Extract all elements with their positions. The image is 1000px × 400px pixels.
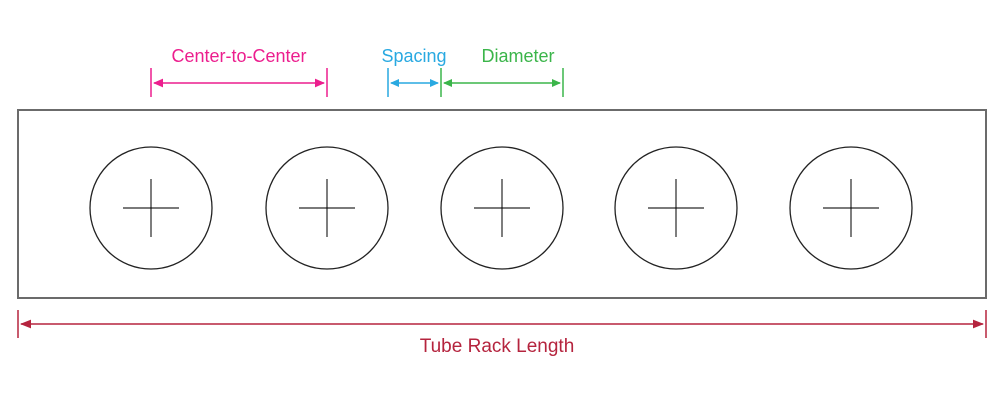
arrowhead-left: [443, 79, 452, 87]
diameter-dimension-lines: [440, 68, 564, 97]
tube-hole-outline-2: [265, 146, 389, 270]
center-to-center-arrowheads: [153, 78, 325, 88]
arrowhead-right: [430, 79, 439, 87]
tube-hole-crosshair-5: [823, 179, 879, 237]
tube-rack-length-dimension: Tube Rack Length: [17, 310, 987, 357]
center-to-center-label: Center-to-Center: [171, 46, 306, 66]
arrowhead-left: [20, 319, 31, 329]
tube-hole-outlines: [89, 146, 913, 270]
tube-rack-length-arrowheads: [20, 319, 984, 329]
tube-hole-crosshair-3: [474, 179, 530, 237]
center-to-center-dimension: Center-to-Center: [150, 46, 328, 97]
diameter-dimension: Diameter: [440, 46, 564, 97]
spacing-label: Spacing: [381, 46, 446, 66]
tube-hole-outline-1: [89, 146, 213, 270]
tube-hole-outline-4: [614, 146, 738, 270]
tube-hole-crosshair-4: [648, 179, 704, 237]
arrowhead-right: [315, 78, 325, 88]
tube-hole-outline-3: [440, 146, 564, 270]
spacing-arrowheads: [390, 79, 439, 87]
arrowhead-left: [390, 79, 399, 87]
tube-hole-crosshairs: [123, 179, 879, 237]
arrowhead-right: [973, 319, 984, 329]
diameter-label: Diameter: [481, 46, 554, 66]
tube-hole-outline-5: [789, 146, 913, 270]
tube-rack-length-dimension-lines: [17, 310, 987, 338]
arrowhead-right: [552, 79, 561, 87]
spacing-dimension: Spacing: [381, 46, 447, 97]
arrowhead-left: [153, 78, 163, 88]
center-to-center-dimension-lines: [150, 68, 328, 97]
tube-rack-length-label: Tube Rack Length: [420, 336, 575, 357]
tube-hole-crosshair-2: [299, 179, 355, 237]
tube-hole-crosshair-1: [123, 179, 179, 237]
diameter-arrowheads: [443, 79, 561, 87]
